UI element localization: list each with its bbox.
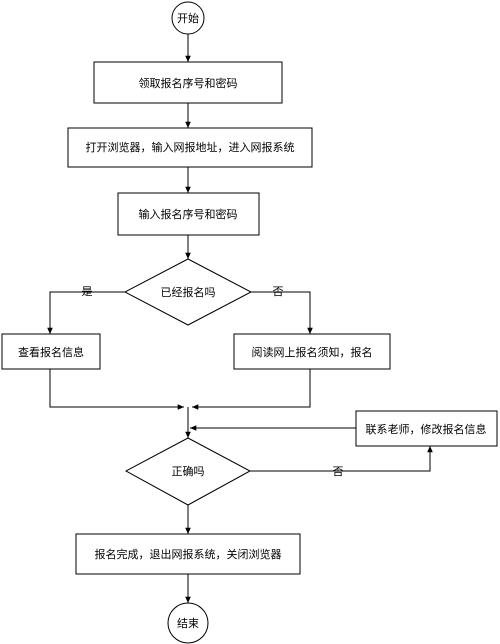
correct-decision: 正确吗 [124,437,252,506]
finish-label: 报名完成，退出网报系统，关闭浏览器 [95,547,282,561]
enter-id-node: 输入报名序号和密码 [117,192,260,236]
no-correct-label: 否 [333,465,344,478]
view-info-node: 查看报名信息 [1,333,101,370]
edge-view-info-to-merge [49,369,184,410]
enter-id-label: 输入报名序号和密码 [139,207,238,221]
edge-no-to-contact [250,446,433,472]
start-label: 开始 [177,11,199,25]
contact-teacher-node: 联系老师，修改报名信息 [355,410,498,447]
open-browser-node: 打开浏览器，输入网报地址，进入网报系统 [67,127,313,168]
end-label: 结束 [177,617,199,630]
no-registered-label: 否 [273,285,284,298]
edge-read-notice-to-merge [192,369,311,410]
correct-label: 正确吗 [172,465,205,478]
get-id-node: 领取报名序号和密码 [93,61,283,104]
connectors [47,34,433,603]
registered-label: 已经报名吗 [161,285,216,299]
edge-no-to-read-notice [251,291,313,334]
get-id-label: 领取报名序号和密码 [139,76,238,90]
registered-decision: 已经报名吗 [123,258,253,326]
yes-label: 是 [82,285,93,298]
start-node: 开始 [171,1,205,35]
view-info-label: 查看报名信息 [18,345,84,359]
open-browser-label: 打开浏览器，输入网报地址，进入网报系统 [86,140,295,154]
contact-teacher-label: 联系老师，修改报名信息 [366,422,487,436]
read-notice-label: 阅读网上报名须知，报名 [252,345,373,359]
read-notice-node: 阅读网上报名须知，报名 [233,333,391,370]
end-node: 结束 [167,602,209,644]
edge-yes-to-view-info [47,291,125,334]
finish-node: 报名完成，退出网报系统，关闭浏览器 [75,533,301,575]
